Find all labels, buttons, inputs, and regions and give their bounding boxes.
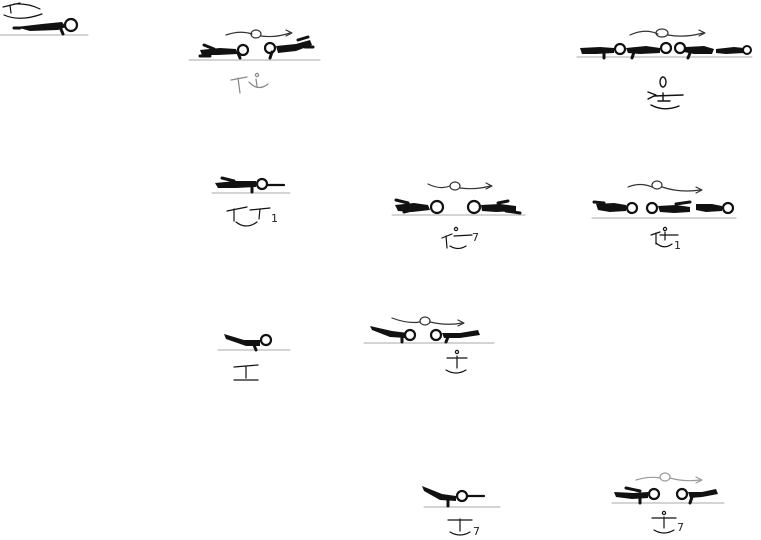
notation-suffix: 1 <box>674 239 681 252</box>
body-figure-right <box>675 487 718 505</box>
notation-symbol <box>650 226 679 248</box>
notation-symbol <box>445 349 468 374</box>
body-figure <box>12 17 79 36</box>
rotation-arrow <box>391 316 465 327</box>
notation-suffix: 7 <box>677 521 684 534</box>
body-figure-1 <box>592 200 639 215</box>
figure-facing-pair <box>188 29 321 94</box>
figure-group-of-four <box>576 28 753 110</box>
figure-pair-balance <box>363 316 495 374</box>
body-figure <box>215 176 286 194</box>
body-figure-4 <box>716 45 752 55</box>
body-figure-left <box>394 198 445 215</box>
figure-single-balance-bottom: 7 <box>422 486 501 538</box>
figure-pair-lying: 7 <box>391 181 526 250</box>
figure-trio-lying: 1 <box>591 180 737 252</box>
notation-symbol <box>226 206 271 227</box>
body-figure-right <box>263 35 315 60</box>
notation-suffix: 7 <box>473 525 480 538</box>
body-figure-1 <box>580 42 627 60</box>
body-figure-left <box>370 326 417 344</box>
notation-symbol <box>651 510 677 534</box>
notation-symbol <box>447 518 473 536</box>
notation-suffix: 1 <box>271 212 278 225</box>
rotation-arrow <box>225 29 293 39</box>
body-figure-left <box>198 43 250 60</box>
figure-prone-plank-single <box>0 2 89 36</box>
body-figure-3 <box>696 201 735 215</box>
rotation-arrow <box>627 180 703 194</box>
body-figure <box>422 486 486 508</box>
notation-symbol <box>647 76 684 110</box>
notation-symbol <box>230 72 269 94</box>
body-figure-right <box>429 328 480 344</box>
notation-symbol <box>441 226 473 250</box>
notation-suffix: 7 <box>472 231 479 244</box>
rotation-arrow <box>629 28 706 38</box>
body-figure-3 <box>673 41 714 60</box>
rotation-arrow <box>635 472 703 484</box>
body-figure-2 <box>645 200 692 215</box>
figure-pair-balance-bottom: 7 <box>611 472 725 534</box>
figure-single-balance <box>217 333 291 381</box>
rotation-arrow <box>427 181 493 191</box>
notation-symbol <box>233 364 259 381</box>
body-figure-2 <box>626 41 673 60</box>
notation-symbol <box>2 2 43 19</box>
body-figure-left <box>614 486 661 505</box>
body-figure-right <box>466 199 522 215</box>
figure-single-plank: 1 <box>211 176 291 227</box>
body-figure <box>224 333 273 352</box>
